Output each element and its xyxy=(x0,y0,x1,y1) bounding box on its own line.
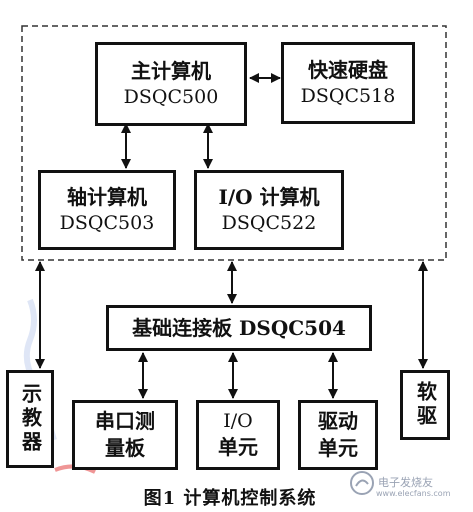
floppy-drive-title: 软驱 xyxy=(413,381,438,429)
watermark-logo-icon xyxy=(350,471,374,495)
serial-board-title2: 量板 xyxy=(105,436,145,460)
base-board-title: 基础连接板 DSQC504 xyxy=(132,315,346,340)
watermark-url: www.elecfans.com xyxy=(376,489,451,498)
fast-disk-model: DSQC518 xyxy=(300,84,396,107)
main-computer-title: 主计算机 xyxy=(131,58,211,83)
main-computer-box: 主计算机 DSQC500 xyxy=(95,42,247,126)
io-computer-model: DSQC522 xyxy=(221,211,317,234)
drive-unit-title2: 单元 xyxy=(318,436,358,460)
axis-computer-title: 轴计算机 xyxy=(67,184,147,209)
fast-disk-title: 快速硬盘 xyxy=(308,57,388,82)
serial-board-title: 串口测 xyxy=(95,409,155,433)
io-unit-title2: 单元 xyxy=(218,435,258,460)
serial-board-box: 串口测 量板 xyxy=(72,400,178,470)
fast-disk-box: 快速硬盘 DSQC518 xyxy=(281,42,415,124)
main-computer-model: DSQC500 xyxy=(123,85,219,108)
io-computer-title: I/O 计算机 xyxy=(218,184,320,209)
axis-computer-model: DSQC503 xyxy=(59,211,155,234)
drive-unit-title: 驱动 xyxy=(318,409,358,433)
drive-unit-box: 驱动 单元 xyxy=(298,400,378,470)
io-computer-box: I/O 计算机 DSQC522 xyxy=(194,170,344,250)
teach-pendant-box: 示教器 xyxy=(6,370,54,468)
computer-module-boundary xyxy=(21,25,447,261)
base-board-box: 基础连接板 DSQC504 xyxy=(106,305,372,351)
axis-computer-box: 轴计算机 DSQC503 xyxy=(38,170,176,250)
floppy-drive-box: 软驱 xyxy=(400,370,450,440)
watermark-text: 电子发烧友 xyxy=(378,476,433,489)
io-unit-title: I/O xyxy=(223,409,253,432)
teach-pendant-title: 示教器 xyxy=(18,383,43,455)
io-unit-box: I/O 单元 xyxy=(196,400,280,470)
figure-caption: 图1 计算机控制系统 xyxy=(143,488,317,509)
